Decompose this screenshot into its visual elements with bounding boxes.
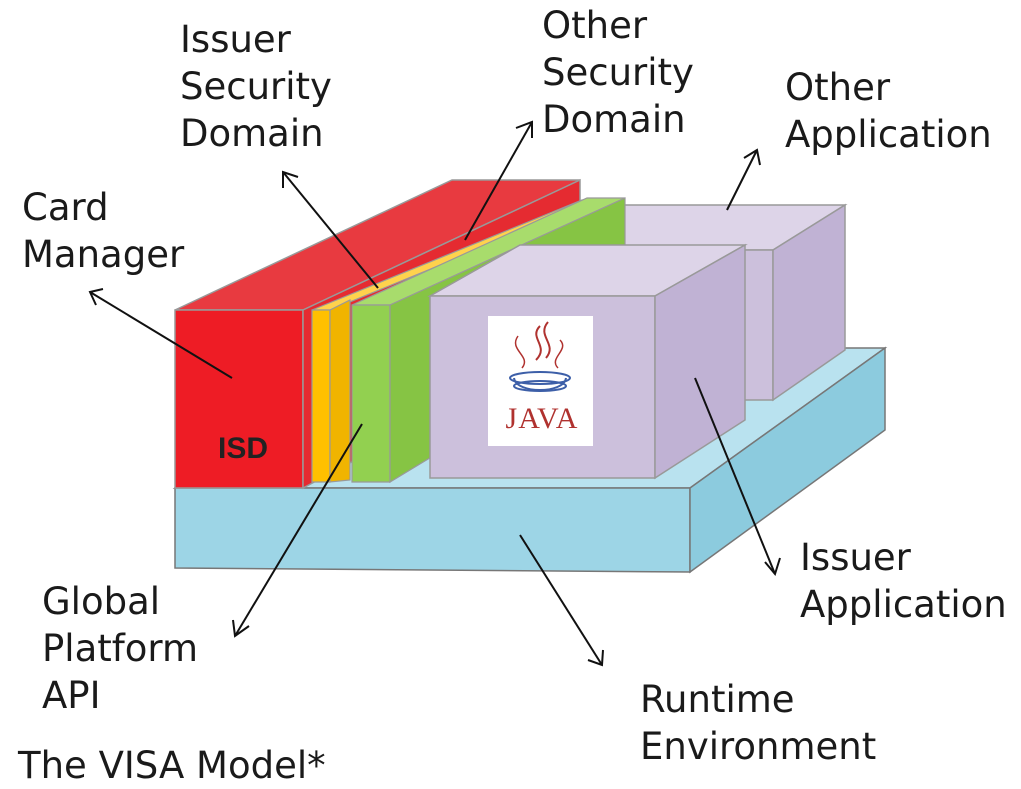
label-isd: ISD xyxy=(218,432,269,465)
label-runtime-environment: Runtime Environment xyxy=(640,678,877,768)
label-other-application: Other Application xyxy=(785,66,992,156)
label-other-security-domain: Other Security Domain xyxy=(542,4,694,141)
java-logo xyxy=(488,316,593,446)
label-global-platform-api: Global Platform API xyxy=(42,580,199,717)
label-issuer-application: Issuer Application xyxy=(800,536,1007,626)
arrow-other-application xyxy=(726,149,758,211)
java-cup-icon xyxy=(509,321,571,392)
arrow-issuer-application xyxy=(694,377,776,575)
arrow-global-platform-api xyxy=(234,423,363,637)
leader-arrows xyxy=(88,120,781,667)
label-card-manager: Card Manager xyxy=(22,186,185,276)
arrow-card-manager xyxy=(89,291,233,379)
arrow-other-security-domain xyxy=(464,121,533,241)
arrow-runtime-environment xyxy=(519,534,603,666)
label-visa-model: The VISA Model* xyxy=(18,744,326,787)
label-issuer-security-domain: Issuer Security Domain xyxy=(180,18,332,155)
arrow-issuer-security-domain xyxy=(282,171,379,289)
java-wordmark: JAVA xyxy=(505,402,579,435)
